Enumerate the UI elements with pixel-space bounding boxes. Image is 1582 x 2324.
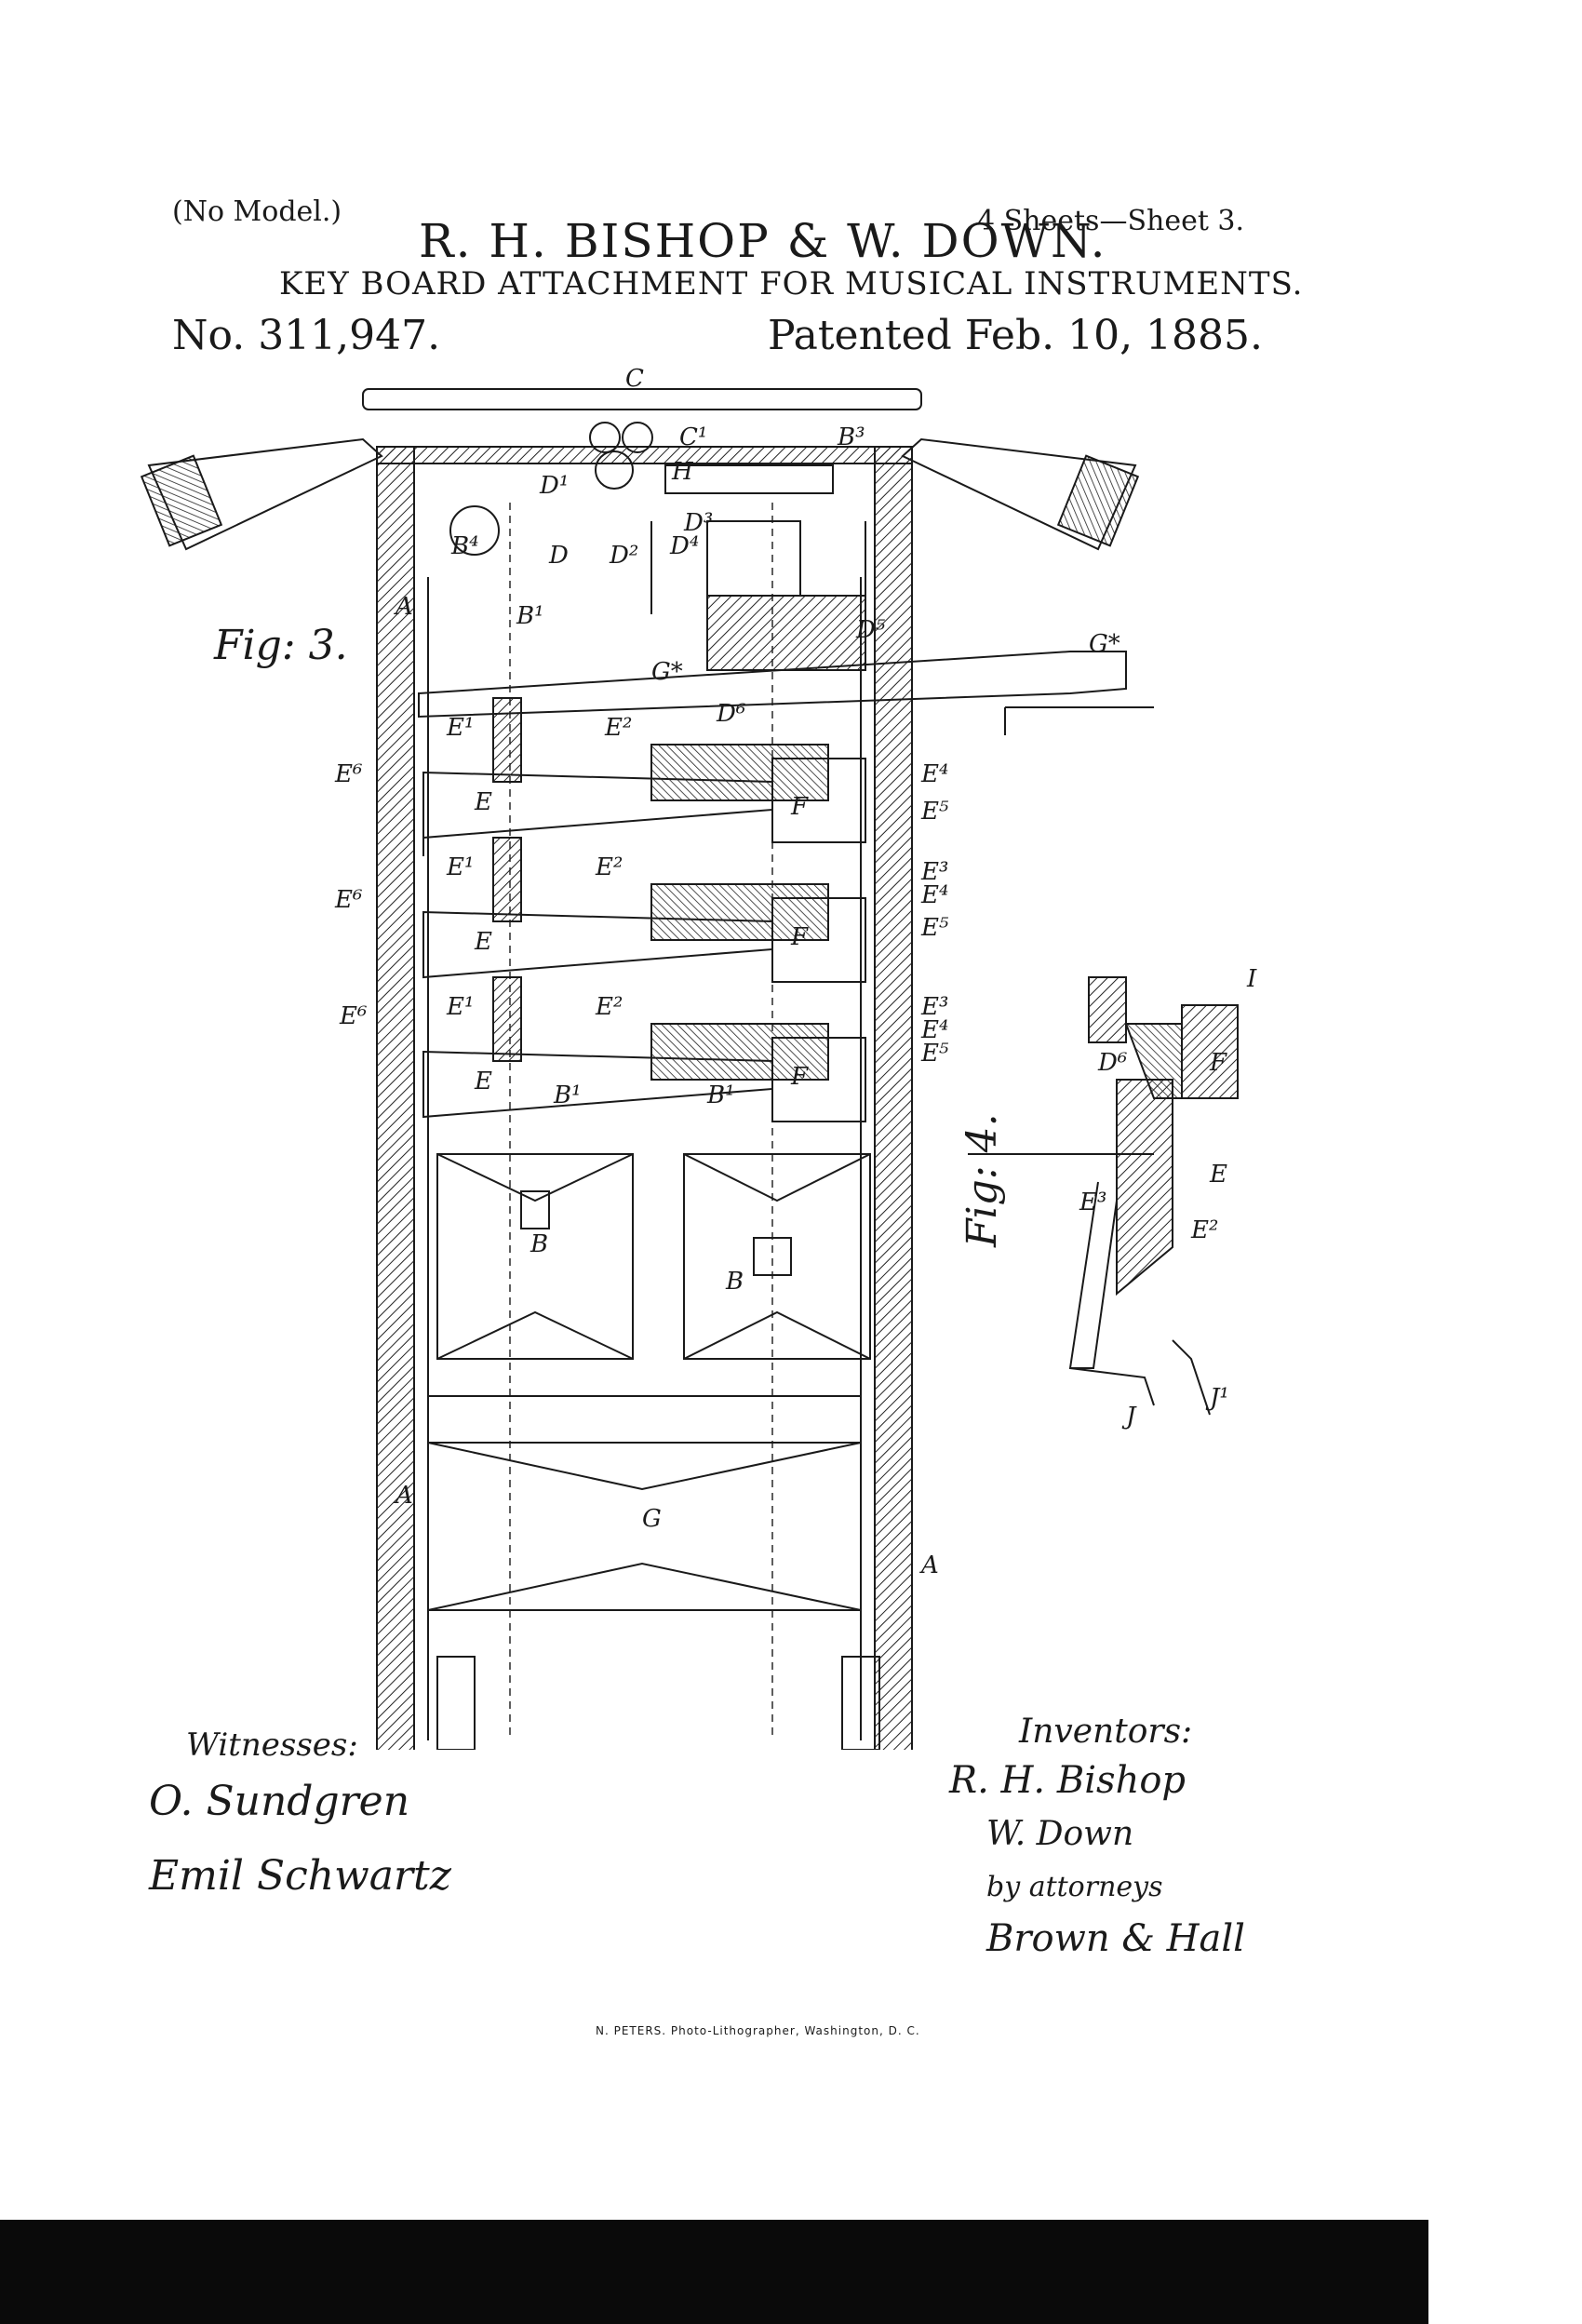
fig4-label-i: I [1246,965,1257,993]
block-d4 [706,520,801,597]
label-d5: D⁵ [855,616,886,644]
left-leg [436,1656,476,1750]
label-e2-3: E² [595,993,623,1021]
label-e1-3: E¹ [446,993,474,1021]
patent-drawing: C C¹ B³ B⁴ D D¹ D² D³ D⁴ D⁵ D⁶ H A A A A… [140,365,1257,1750]
inventor-signature-1: R. H. Bishop [949,1759,1186,1802]
label-e3-1: E³ [920,858,948,886]
label-e2-2: E² [595,853,623,881]
label-e4-2: E⁴ [920,881,948,909]
label-e-2: E [474,928,492,956]
label-e6-2: E⁶ [334,886,362,914]
label-e6-3: E⁶ [339,1002,367,1030]
label-a-top: A [394,593,413,621]
fig4-label-e: E [1209,1161,1227,1189]
inventor-signature-2: W. Down [986,1815,1134,1853]
key-lever-2 [422,837,866,983]
label-b3: B³ [837,423,865,451]
printer-credit: N. PETERS. Photo-Lithographer, Washingto… [596,2024,920,2037]
label-c1: C¹ [679,423,707,451]
top-board [362,388,922,410]
bellows-b-left [436,1153,634,1360]
roller-c [589,422,621,453]
label-d: D [548,542,569,570]
fig4-label-f: F [1209,1049,1227,1077]
by-attorneys-text: by attorneys [986,1871,1163,1903]
right-wing-hatch [1056,454,1140,547]
label-e5-3: E⁵ [920,1040,949,1068]
inventor-names: R. H. BISHOP & W. DOWN. [419,214,1107,268]
fig4-caption: Fig: 4. [959,1113,1006,1247]
attorney-signature: Brown & Hall [986,1917,1245,1960]
fig4-label-d6: D⁶ [1097,1049,1127,1077]
witness-signature-2: Emil Schwartz [149,1852,451,1900]
sheet-number: 4 Sheets—Sheet 3. [977,205,1245,237]
fig4-label-e3: E³ [1079,1189,1106,1216]
label-b1-mid: B¹ [553,1081,582,1109]
label-b-left: B [530,1230,548,1258]
label-e5-2: E⁵ [920,914,949,942]
inventors-label: Inventors: [1019,1713,1193,1751]
top-frame [376,446,913,464]
fig3-caption: Fig: 3. [214,622,348,669]
label-a-right: A [919,1552,939,1579]
bellows-b-right [683,1153,871,1360]
label-b1-top: B¹ [516,602,544,630]
fig4-label-e2: E² [1190,1216,1218,1244]
label-d2: D² [609,542,638,570]
label-e5-1: E⁵ [920,798,949,826]
label-f-3: F [790,1063,809,1091]
label-a-bottom: A [394,1482,413,1510]
label-d6: D⁶ [716,700,745,728]
label-e6-1: E⁶ [334,760,362,788]
witnesses-label: Witnesses: [186,1726,358,1764]
scan-border [0,2220,1428,2324]
label-d4: D⁴ [669,532,699,560]
label-d1: D¹ [539,472,569,500]
label-h: H [671,458,694,486]
reservoir-g [427,1442,862,1611]
label-e1-1: E¹ [446,714,474,742]
label-b4: B⁴ [450,532,479,560]
key-lever-1 [422,697,866,856]
label-b-right: B [725,1268,744,1296]
label-f-1: F [790,793,809,821]
label-e4-3: E⁴ [920,1016,948,1044]
label-c: C [625,365,644,393]
no-model-note: (No Model.) [172,195,342,228]
left-wing-hatch [140,454,223,547]
label-e4-1: E⁴ [920,760,948,788]
right-leg [841,1656,880,1750]
fig4-detail [968,976,1239,1416]
left-wall [376,446,415,1750]
label-g-star-1: G* [651,658,683,686]
label-e-3: E [474,1068,492,1095]
bar-g-star [418,651,1127,719]
fig3-reference-letters: C C¹ B³ B⁴ D D¹ D² D³ D⁴ D⁵ D⁶ H A A A A… [334,365,1120,1579]
label-e2-1: E² [604,714,632,742]
label-g: G [642,1505,662,1533]
label-f-2: F [790,923,809,951]
label-e1-2: E¹ [446,853,474,881]
label-e-1: E [474,788,492,816]
patent-subtitle: KEY BOARD ATTACHMENT FOR MUSICAL INSTRUM… [279,265,1304,302]
label-e3-2: E³ [920,993,948,1021]
label-d3: D³ [683,509,713,537]
fig4-label-j1: J¹ [1205,1384,1229,1412]
witness-signature-1: O. Sundgren [149,1778,410,1825]
fig4-label-j: J [1121,1403,1137,1431]
patent-date: Patented Feb. 10, 1885. [768,312,1264,359]
label-g-star-2: G* [1089,630,1120,658]
fig4-reference-letters: I D⁶ F E E² E³ J J¹ [1079,965,1257,1431]
label-b1-right: B¹ [706,1081,735,1109]
key-lever-3 [422,976,866,1122]
patent-number: No. 311,947. [172,312,441,359]
